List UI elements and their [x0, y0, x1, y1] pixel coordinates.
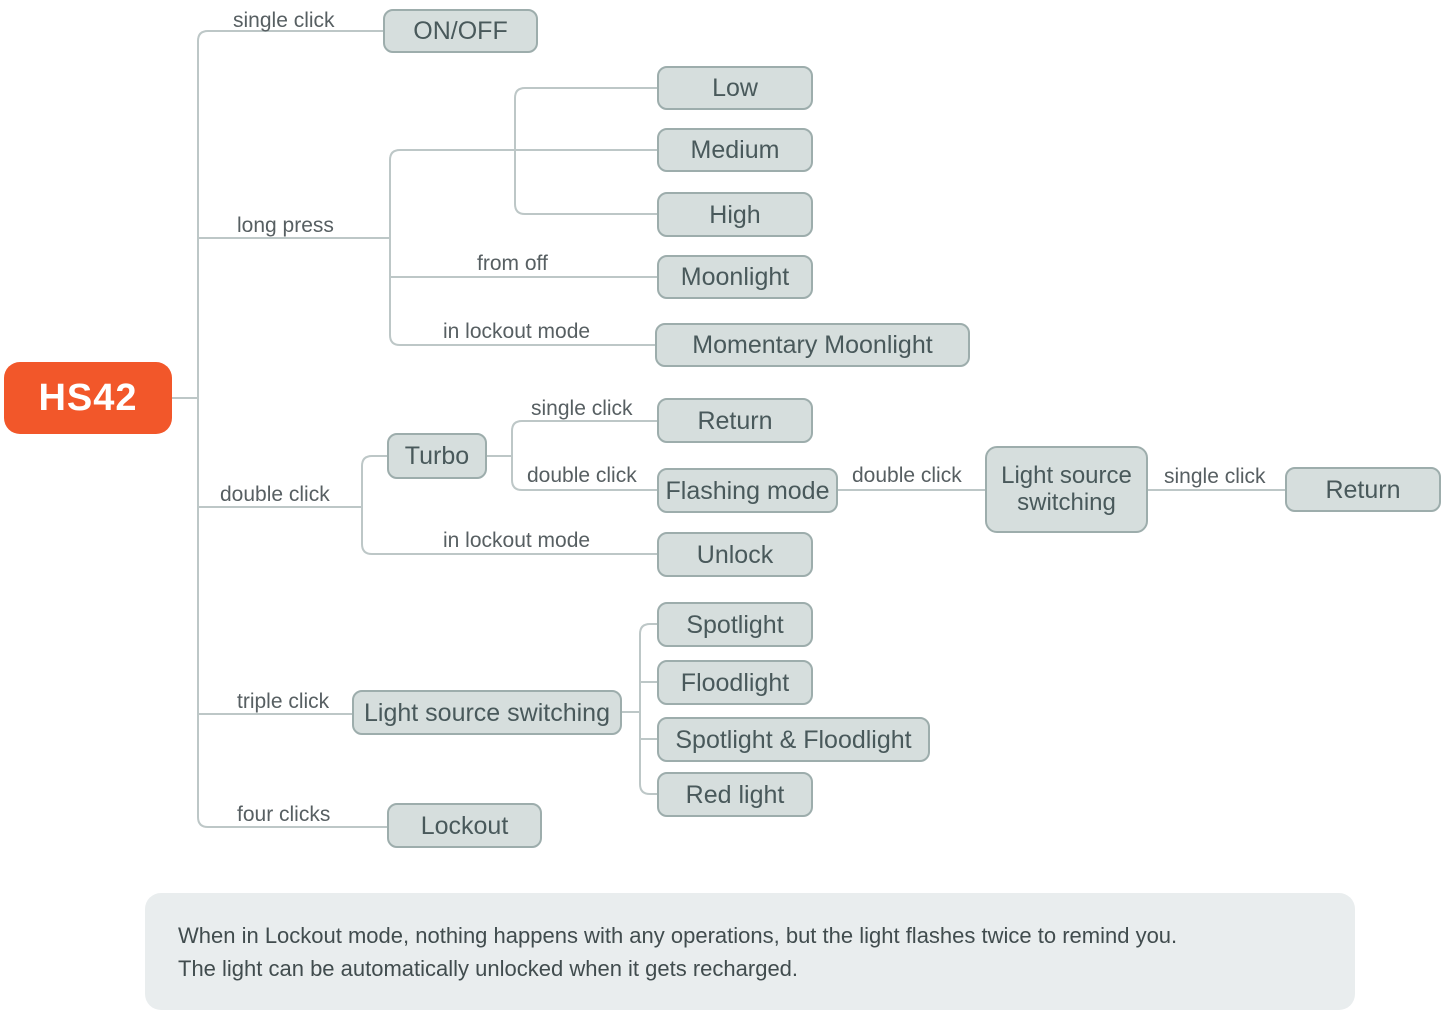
- edge-label-single-click-root: single click: [233, 9, 335, 32]
- node-light-source-switching-left: Light source switching: [352, 690, 622, 735]
- node-low: Low: [657, 66, 813, 110]
- edge-label-in-lockout-mode-longpress: in lockout mode: [443, 320, 591, 343]
- edge-longpress-spine: [389, 149, 658, 346]
- node-hs42-root: HS42: [4, 362, 172, 434]
- edge-label-single-click-turbo: single click: [531, 397, 633, 420]
- edge-doubleclick-spine: [361, 455, 658, 555]
- edge-lightsource-spine: [639, 623, 658, 795]
- edge-label-double-click-root: double click: [220, 483, 330, 506]
- node-floodlight: Floodlight: [657, 660, 813, 705]
- note-box: When in Lockout mode, nothing happens wi…: [145, 893, 1355, 1010]
- node-high: High: [657, 192, 813, 237]
- edge-label-single-click-switching: single click: [1164, 465, 1266, 488]
- edge-label-four-clicks: four clicks: [237, 803, 331, 826]
- edge-main-trunk: [197, 30, 388, 828]
- node-lockout: Lockout: [387, 803, 542, 848]
- edge-label-in-lockout-mode-doubleclick: in lockout mode: [443, 529, 591, 552]
- node-light-source-switching-right: Light source switching: [985, 446, 1148, 533]
- edge-label-long-press: long press: [237, 214, 334, 237]
- node-flashing-mode: Flashing mode: [657, 468, 838, 513]
- node-spotlight: Spotlight: [657, 602, 813, 647]
- edge-turbo-spine: [511, 420, 658, 491]
- node-red-light: Red light: [657, 772, 813, 817]
- node-momentary-moonlight: Momentary Moonlight: [655, 323, 970, 367]
- node-unlock: Unlock: [657, 532, 813, 577]
- edge-label-from-off: from off: [477, 252, 548, 275]
- edge-label-double-click-flashing: double click: [852, 464, 962, 487]
- edge-label-triple-click: triple click: [237, 690, 330, 713]
- node-on-off: ON/OFF: [383, 9, 538, 53]
- node-medium: Medium: [657, 128, 813, 172]
- node-return-from-turbo: Return: [657, 398, 813, 443]
- note-line-2: The light can be automatically unlocked …: [178, 956, 799, 981]
- node-return-from-switching: Return: [1285, 467, 1441, 512]
- edge-label-double-click-turbo: double click: [527, 464, 637, 487]
- edge-low-high-spine: [514, 87, 658, 215]
- node-turbo: Turbo: [387, 433, 487, 479]
- node-spotlight-floodlight: Spotlight & Floodlight: [657, 717, 930, 762]
- node-moonlight: Moonlight: [657, 255, 813, 299]
- note-line-1: When in Lockout mode, nothing happens wi…: [178, 923, 1178, 948]
